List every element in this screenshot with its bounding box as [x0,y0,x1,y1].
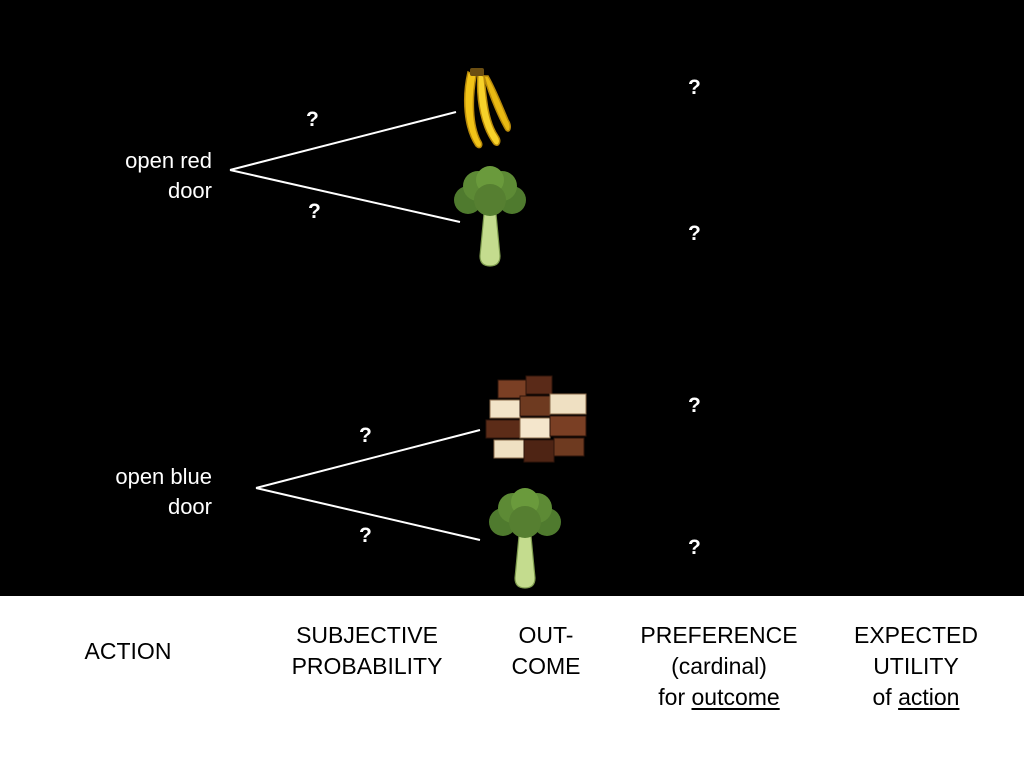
column-probability-line1: SUBJECTIVE [296,622,438,648]
probability-blue-broccoli: ? [359,524,372,547]
preference-broccoli-1: ? [688,222,701,245]
branch-red-broccoli [229,169,461,223]
column-expected-utility-line1: EXPECTED [854,622,978,648]
branch-blue-chocolate [255,429,481,489]
preference-chocolate: ? [688,394,701,417]
column-preference: PREFERENCE (cardinal) for outcome [624,620,814,713]
column-preference-line3: for outcome [624,682,814,713]
column-preference-prefix: for [658,684,692,710]
probability-red-broccoli: ? [308,200,321,223]
column-legend: ACTION SUBJECTIVE PROBABILITY OUT- COME … [0,596,1024,768]
probability-red-banana: ? [306,108,319,131]
column-preference-underlined: outcome [691,684,780,710]
column-expected-utility-line3: of action [836,682,996,713]
decision-tree-lines [229,68,587,589]
column-expected-utility: EXPECTED UTILITY of action [836,620,996,713]
branch-red-banana [229,111,457,171]
column-preference-line2: (cardinal) [671,653,767,679]
column-outcome-line2: COME [511,653,581,679]
preference-banana: ? [688,76,701,99]
column-expected-utility-line2: UTILITY [873,653,959,679]
branch-blue-broccoli [255,487,481,541]
action-blue-door-line1: open blue [115,464,212,489]
column-probability: SUBJECTIVE PROBABILITY [272,620,462,682]
chocolate-icon [485,375,587,463]
action-red-door-line2: door [167,178,212,203]
preference-broccoli-2: ? [688,536,701,559]
column-outcome-line1: OUT- [518,622,574,648]
column-outcome: OUT- COME [496,620,596,682]
diagram-canvas: open red door open blue door ? ? ? ? ? ?… [60,68,701,589]
column-preference-line1: PREFERENCE [640,622,798,648]
column-expected-utility-prefix: of [872,684,899,710]
broccoli-icon [489,488,561,589]
banana-icon [463,68,511,149]
probability-blue-chocolate: ? [359,424,372,447]
action-blue-door-label: open blue door [60,462,212,522]
column-action: ACTION [58,636,198,667]
action-blue-door-line2: door [167,494,212,519]
broccoli-icon [454,166,526,267]
action-red-door-label: open red door [60,146,212,206]
column-action-line1: ACTION [84,638,172,664]
column-expected-utility-underlined: action [898,684,960,710]
column-probability-line2: PROBABILITY [291,653,443,679]
action-red-door-line1: open red [125,148,212,173]
